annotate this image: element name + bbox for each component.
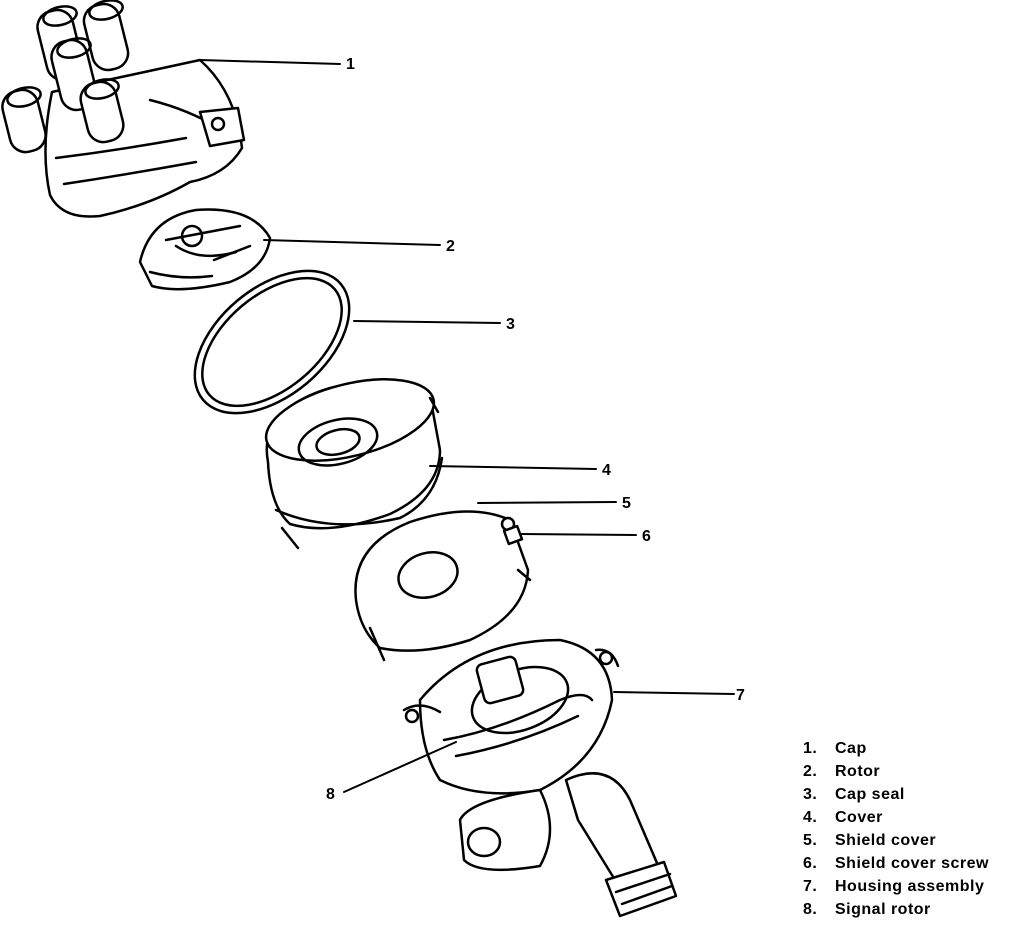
legend-item: 6. Shield cover screw bbox=[803, 852, 989, 875]
legend-label: Shield cover screw bbox=[835, 855, 989, 872]
legend-number: 3. bbox=[803, 786, 818, 803]
leader-line-6 bbox=[519, 533, 637, 536]
legend-item: 7. Housing assembly bbox=[803, 875, 989, 898]
housing-assembly-part bbox=[402, 638, 678, 918]
shield-cover-part bbox=[354, 510, 532, 662]
legend-label: Housing assembly bbox=[835, 878, 985, 895]
legend-number: 7. bbox=[803, 878, 818, 895]
callout-number: 7 bbox=[736, 687, 745, 704]
legend-number: 4. bbox=[803, 809, 818, 826]
leader-line-7 bbox=[613, 691, 735, 695]
cap-part bbox=[1, 0, 246, 218]
rotor-part bbox=[138, 208, 272, 291]
callout-number: 1 bbox=[346, 56, 355, 73]
legend-number: 5. bbox=[803, 832, 818, 849]
leader-line-5 bbox=[477, 501, 617, 504]
cap-seal-part bbox=[193, 269, 351, 415]
leader-line-3 bbox=[353, 320, 501, 324]
legend-item: 2. Rotor bbox=[803, 760, 989, 783]
legend-item: 4. Cover bbox=[803, 806, 989, 829]
legend-number: 8. bbox=[803, 901, 818, 918]
legend-item: 1. Cap bbox=[803, 737, 989, 760]
cover-part bbox=[264, 378, 444, 550]
legend-label: Rotor bbox=[835, 763, 881, 780]
legend-item: 5. Shield cover bbox=[803, 829, 989, 852]
legend-number: 2. bbox=[803, 763, 818, 780]
leader-line-1 bbox=[199, 59, 341, 65]
signal-rotor-part bbox=[442, 693, 594, 758]
callout-number: 3 bbox=[506, 316, 515, 333]
legend-label: Cap seal bbox=[835, 786, 905, 803]
callout-number: 8 bbox=[326, 786, 335, 803]
legend-label: Shield cover bbox=[835, 832, 937, 849]
legend-number: 6. bbox=[803, 855, 818, 872]
parts-legend: 1. Cap 2. Rotor 3. Cap seal 4. Cover 5. Shiel… bbox=[803, 737, 989, 921]
leader-line-4 bbox=[429, 465, 597, 470]
callout-numbers: 1 2 3 4 5 6 7 8 bbox=[326, 56, 745, 803]
leader-lines bbox=[199, 59, 735, 793]
callout-number: 5 bbox=[622, 495, 631, 512]
callout-number: 6 bbox=[642, 528, 651, 545]
leader-line-2 bbox=[263, 239, 441, 246]
shield-cover-screw-part bbox=[500, 516, 524, 546]
legend-label: Cap bbox=[835, 740, 867, 757]
callout-number: 4 bbox=[602, 462, 611, 479]
legend-label: Signal rotor bbox=[835, 901, 931, 918]
leader-line-8 bbox=[343, 741, 457, 793]
callout-number: 2 bbox=[446, 238, 455, 255]
legend-label: Cover bbox=[835, 809, 883, 826]
legend-item: 8. Signal rotor bbox=[803, 898, 989, 921]
legend-item: 3. Cap seal bbox=[803, 783, 989, 806]
legend-number: 1. bbox=[803, 740, 818, 757]
